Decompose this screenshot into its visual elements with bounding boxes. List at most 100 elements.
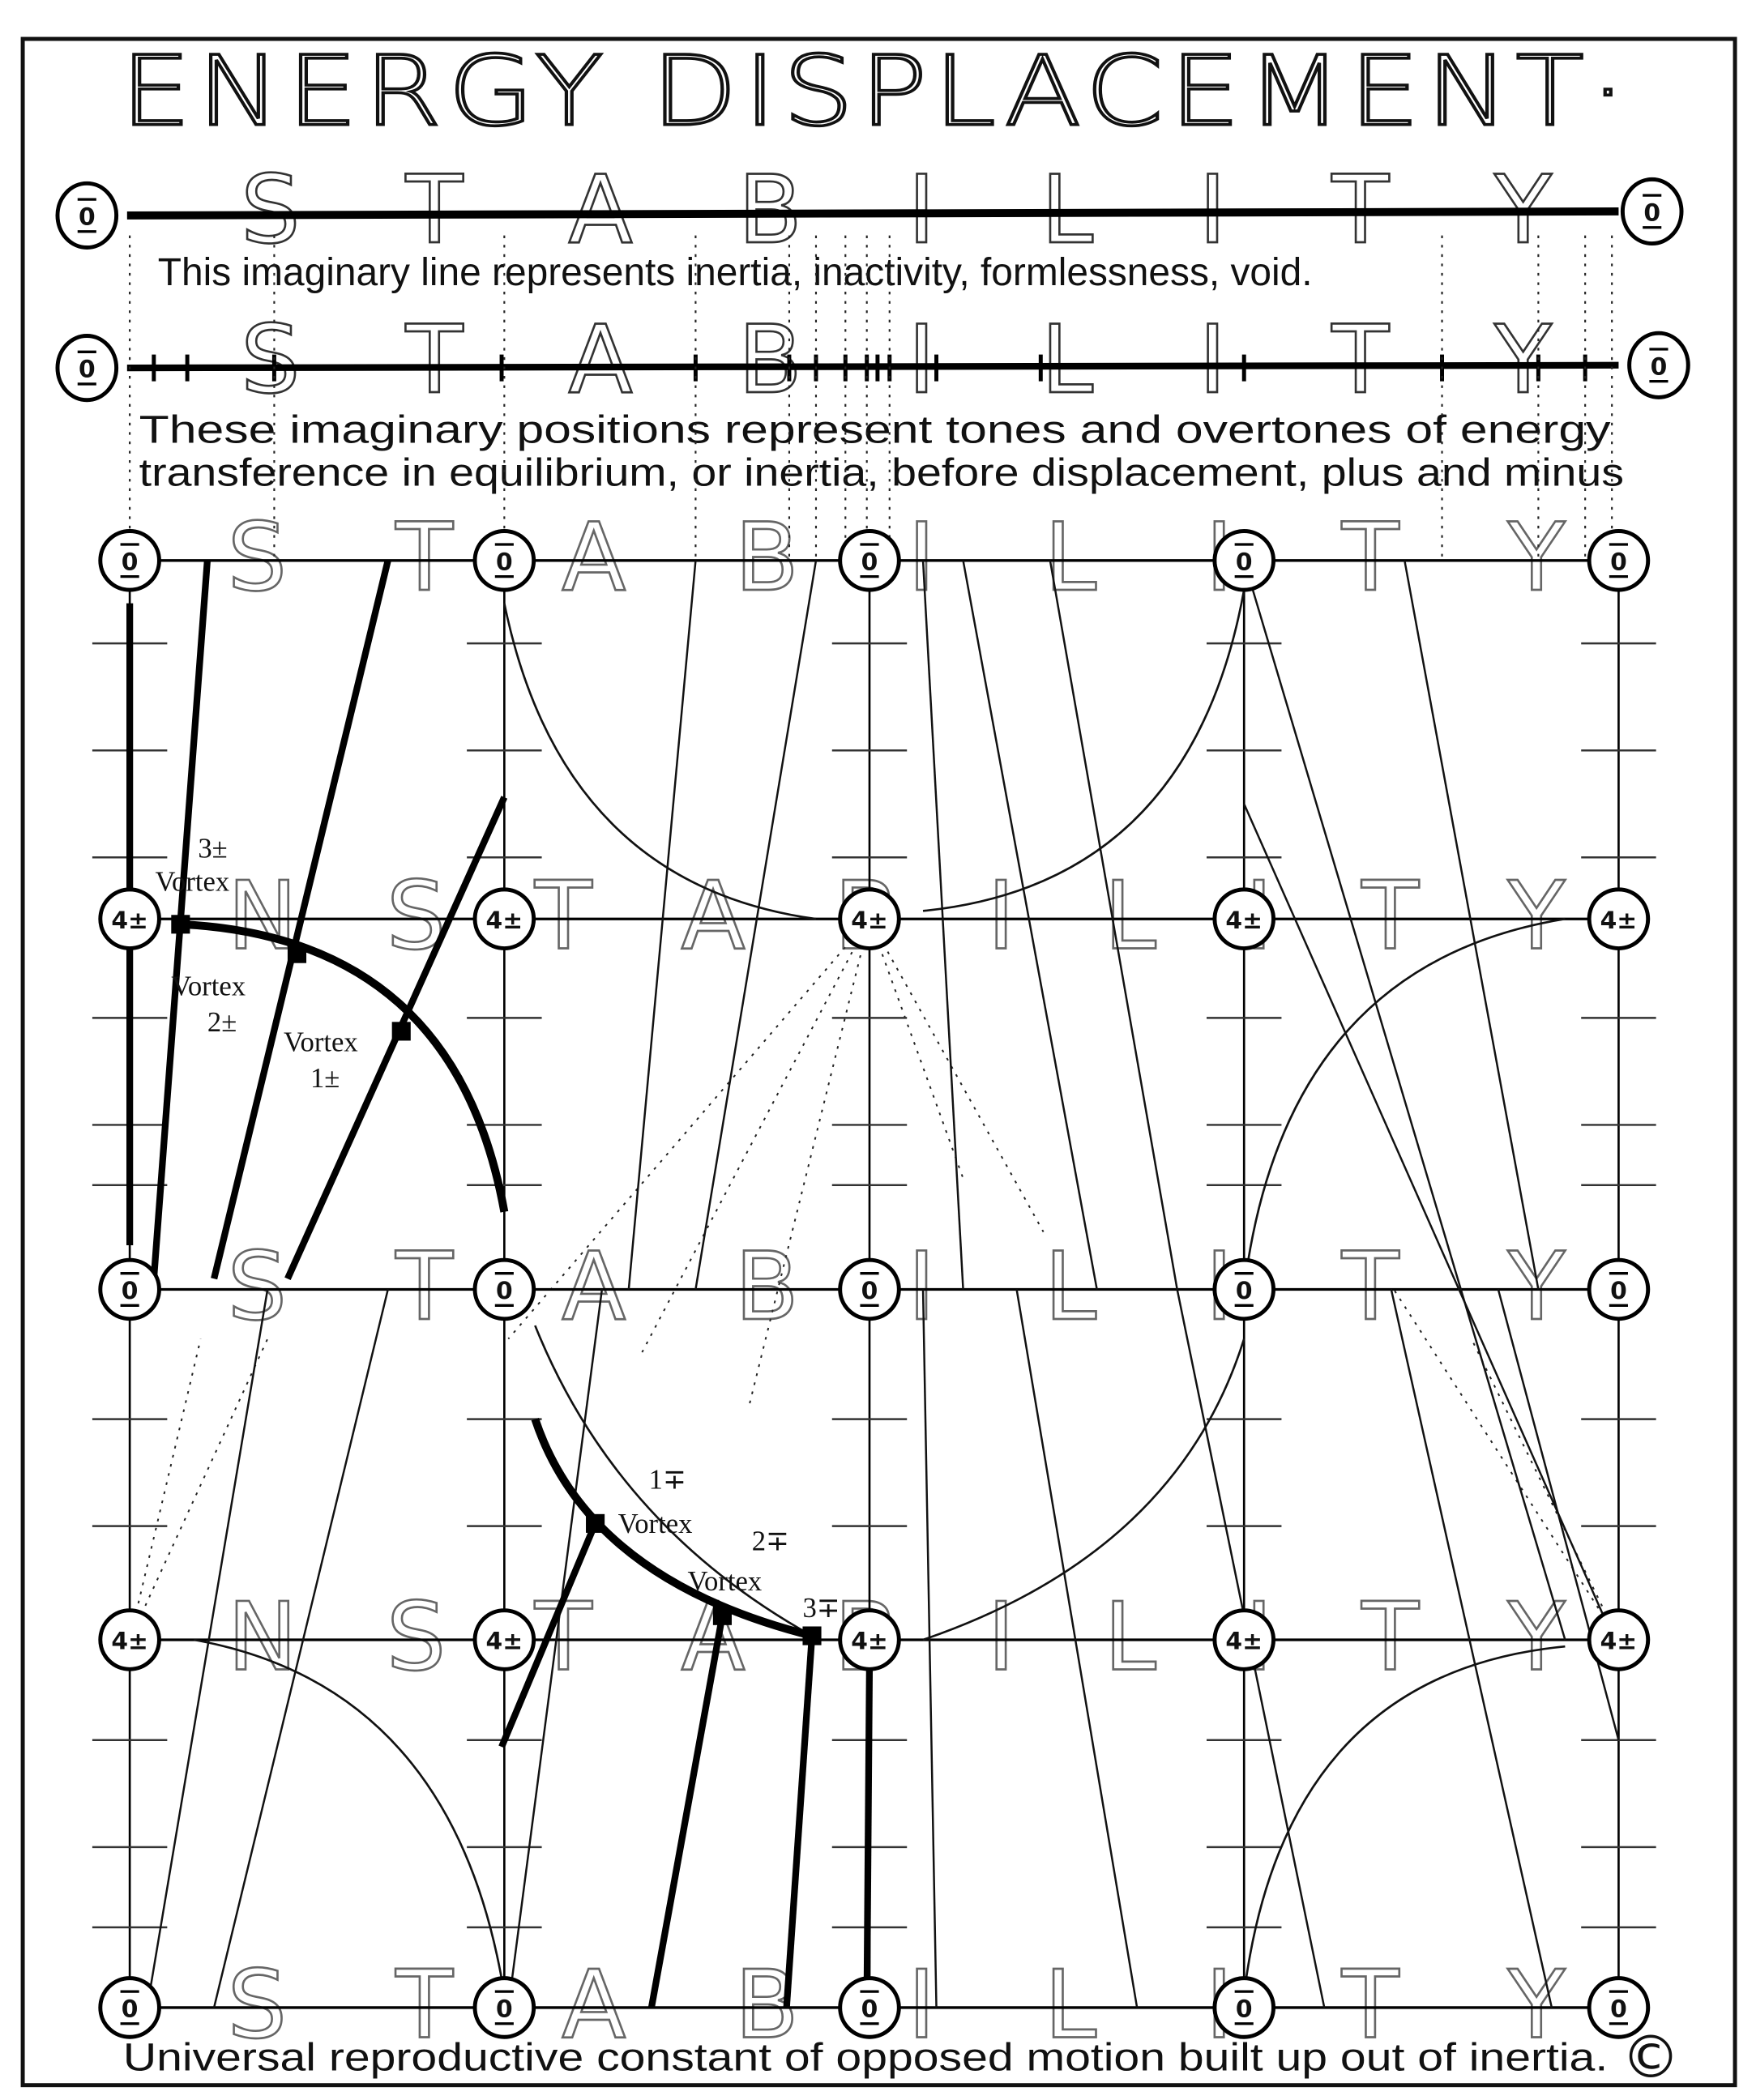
thin-diagonal bbox=[146, 1289, 269, 2008]
thin-arc bbox=[534, 1325, 813, 1637]
zero-node-circle bbox=[55, 334, 119, 403]
zero-node-label: 0 bbox=[1643, 199, 1660, 228]
zero-node-circle bbox=[1627, 331, 1690, 399]
zero-node-circle bbox=[1620, 177, 1684, 246]
zero-node-circle bbox=[472, 529, 536, 592]
zero-node-label: 0 bbox=[122, 548, 139, 576]
four-node-label: 4± bbox=[1225, 1628, 1263, 1656]
thin-arc bbox=[922, 1338, 1246, 1641]
zero-node-circle bbox=[1587, 1976, 1651, 2039]
four-node-label: 4± bbox=[1225, 907, 1263, 935]
four-node-label: 4± bbox=[111, 907, 148, 935]
vortex-1-plus-word: Vortex bbox=[284, 1027, 358, 1058]
zero-node-circle bbox=[1212, 529, 1276, 592]
dotted-ray bbox=[869, 918, 1045, 1232]
vortex-1-minus-word: Vortex bbox=[618, 1509, 693, 1539]
zero-node-circle bbox=[838, 1257, 901, 1321]
inertia-line bbox=[126, 207, 1619, 220]
caption-positions-1: These imaginary positions represent tone… bbox=[139, 409, 1611, 452]
thin-arc bbox=[1242, 917, 1566, 1290]
four-node-label: 4± bbox=[111, 1628, 148, 1656]
thin-diagonal bbox=[212, 1289, 389, 2008]
thin-diagonal bbox=[1404, 560, 1540, 1290]
vortex-2-plus-num: 2± bbox=[207, 1007, 237, 1038]
vortex-2-plus-word: Vortex bbox=[171, 971, 246, 1001]
four-node-label: 4± bbox=[1600, 1628, 1638, 1656]
four-node-label: 4± bbox=[486, 1628, 523, 1656]
vortex-line bbox=[498, 1522, 599, 1748]
thin-diagonal bbox=[1243, 560, 1566, 1641]
zero-node-label: 0 bbox=[1236, 1995, 1253, 2024]
thin-arc bbox=[1242, 1645, 1566, 1995]
vortex-2-minus-num: 2∓ bbox=[752, 1526, 789, 1556]
vortex-point bbox=[287, 944, 307, 963]
thin-diagonal bbox=[921, 560, 964, 1290]
thin-diagonal bbox=[1390, 1289, 1553, 2008]
vortex-lines bbox=[126, 559, 874, 2008]
four-node-label: 4± bbox=[486, 907, 523, 935]
vortex-1-minus-num: 1∓ bbox=[649, 1464, 686, 1495]
four-node-circle bbox=[1587, 887, 1651, 951]
zero-node-circle bbox=[1587, 529, 1651, 592]
zero-node-circle bbox=[1212, 1976, 1276, 2039]
thin-arc bbox=[194, 1638, 506, 1995]
dotted-ray bbox=[129, 1338, 202, 1641]
frame bbox=[20, 36, 1737, 2088]
zero-node-circle bbox=[472, 1257, 536, 1321]
dotted-ray bbox=[641, 918, 870, 1353]
zero-node-circle bbox=[838, 1976, 901, 2039]
zero-node-circle bbox=[98, 1976, 161, 2039]
four-node-circle bbox=[838, 887, 901, 951]
vortex-point bbox=[802, 1626, 822, 1645]
four-node-label: 4± bbox=[851, 907, 888, 935]
four-node-label: 4± bbox=[1600, 907, 1638, 935]
zero-node-label: 0 bbox=[122, 1995, 139, 2024]
vortex-arc-lower bbox=[531, 1418, 814, 1640]
dotted-ray bbox=[1390, 1285, 1620, 1641]
dotted-guides bbox=[129, 235, 1620, 1641]
four-node-circle bbox=[1212, 1608, 1276, 1671]
thin-arc bbox=[922, 589, 1246, 912]
zero-node-label: 0 bbox=[1651, 352, 1668, 381]
thin-diagonal bbox=[1015, 1289, 1139, 2008]
vortex-line bbox=[783, 1635, 816, 2008]
vortex-point bbox=[391, 1022, 411, 1041]
copyright-symbol: © bbox=[1622, 2024, 1681, 2092]
zero-node-label: 0 bbox=[122, 1277, 139, 1305]
zero-node-circle bbox=[1587, 1257, 1651, 1321]
thin-diagonal bbox=[694, 560, 818, 1290]
zero-node-label: 0 bbox=[79, 356, 96, 384]
vortex-line bbox=[647, 1615, 726, 2008]
vortex-line bbox=[211, 559, 391, 1280]
thin-arc bbox=[503, 603, 817, 920]
caption-positions-2: transference in equilibrium, or inertia,… bbox=[139, 451, 1624, 494]
zero-node-circle bbox=[55, 181, 119, 250]
zero-node-label: 0 bbox=[79, 203, 96, 231]
zero-node-label: 0 bbox=[496, 1995, 513, 2024]
thin-diagonal bbox=[962, 560, 1098, 1290]
zero-node-label: 0 bbox=[861, 1277, 878, 1305]
zero-node-circle bbox=[838, 529, 901, 592]
four-node-label: 4± bbox=[851, 1628, 888, 1656]
caption-inertia-line: This imaginary line represents inertia, … bbox=[158, 251, 1313, 294]
positions-line bbox=[126, 361, 1619, 372]
vortex-point bbox=[712, 1606, 732, 1625]
zero-node-circle bbox=[472, 1976, 536, 2039]
four-node-circle bbox=[838, 1608, 901, 1671]
zero-node-label: 0 bbox=[1236, 548, 1253, 576]
zero-node-circle bbox=[1212, 1257, 1276, 1321]
thin-diagonal bbox=[627, 560, 697, 1290]
thin-diagonal bbox=[1049, 560, 1178, 1290]
zero-node-circle bbox=[98, 1257, 161, 1321]
vortex-point bbox=[171, 915, 190, 934]
vortex-point bbox=[586, 1513, 605, 1533]
vortex-2-minus-word: Vortex bbox=[687, 1566, 762, 1597]
title: ENERGY DISPLACEMENT· bbox=[121, 36, 1632, 148]
zero-node-label: 0 bbox=[496, 548, 513, 576]
caption-bottom: Universal reproductive constant of oppos… bbox=[123, 2037, 1608, 2080]
zero-node-label: 0 bbox=[1610, 548, 1627, 576]
thin-diagonal bbox=[1497, 1289, 1620, 1741]
vortex-arc-upper bbox=[180, 920, 509, 1213]
